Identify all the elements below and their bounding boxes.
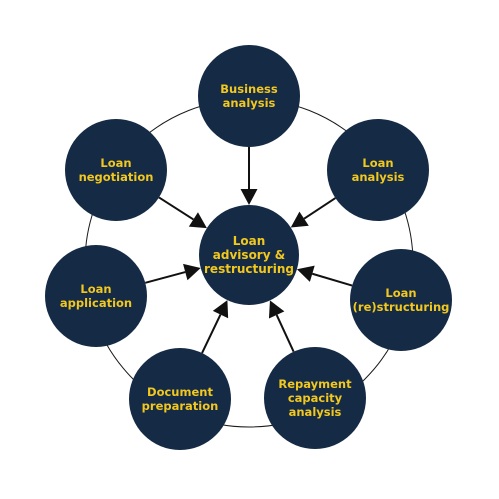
node-loan-application-label-line: application	[60, 296, 132, 310]
arrow-head-loan-restructuring	[296, 265, 315, 282]
arrow-shaft-document-preparation	[201, 314, 222, 354]
arrow-head-loan-negotiation	[188, 212, 207, 229]
node-repayment-capacity-analysis-label-line: analysis	[289, 405, 342, 419]
node-loan-negotiation-label-line: Loan	[100, 156, 131, 170]
node-loan-restructuring-label: Loan(re)structuring	[353, 286, 450, 314]
node-business-analysis-label-line: analysis	[223, 96, 276, 110]
arrows-group	[145, 147, 353, 354]
center-node-label-line: advisory &	[213, 248, 285, 262]
node-circle-document-preparation	[129, 348, 231, 450]
node-loan-restructuring-label-line: Loan	[385, 286, 416, 300]
arrow-head-repayment-capacity-analysis	[268, 300, 285, 319]
node-circle-loan-analysis	[327, 119, 429, 221]
node-circle-business-analysis	[198, 45, 300, 147]
arrow-shaft-loan-application	[145, 271, 186, 284]
center-node-label-line: Loan	[233, 234, 266, 248]
node-loan-analysis-label-line: analysis	[352, 170, 405, 184]
arrow-head-loan-application	[183, 263, 201, 281]
node-business-analysis-label-line: Business	[220, 82, 278, 96]
node-document-preparation-label-line: preparation	[142, 399, 219, 413]
node-circle-loan-application	[45, 245, 147, 347]
arrow-shaft-repayment-capacity-analysis	[275, 314, 295, 353]
node-loan-analysis-label-line: Loan	[362, 156, 393, 170]
center-node-circle	[199, 205, 299, 305]
arrow-head-loan-analysis	[290, 211, 309, 228]
node-loan-restructuring-label-line: (re)structuring	[353, 300, 450, 314]
node-repayment-capacity-analysis-label-line: Repayment	[278, 377, 352, 391]
node-circle-repayment-capacity-analysis	[264, 347, 366, 449]
arrow-shaft-loan-analysis	[303, 197, 336, 220]
node-circle-loan-negotiation	[65, 119, 167, 221]
center-node-label-line: restructuring	[204, 262, 294, 276]
node-repayment-capacity-analysis-label-line: capacity	[288, 391, 343, 405]
node-loan-application-label-line: Loan	[80, 282, 111, 296]
node-document-preparation-label-line: Document	[147, 385, 213, 399]
node-circle-loan-restructuring	[350, 249, 452, 351]
arrow-shaft-loan-negotiation	[158, 196, 194, 221]
arrow-head-business-analysis	[240, 189, 258, 205]
arrow-head-document-preparation	[212, 300, 229, 319]
arrow-shaft-loan-restructuring	[312, 272, 353, 287]
node-loan-negotiation-label-line: negotiation	[79, 170, 154, 184]
node-loan-restructuring: Loan(re)structuring	[350, 249, 452, 351]
